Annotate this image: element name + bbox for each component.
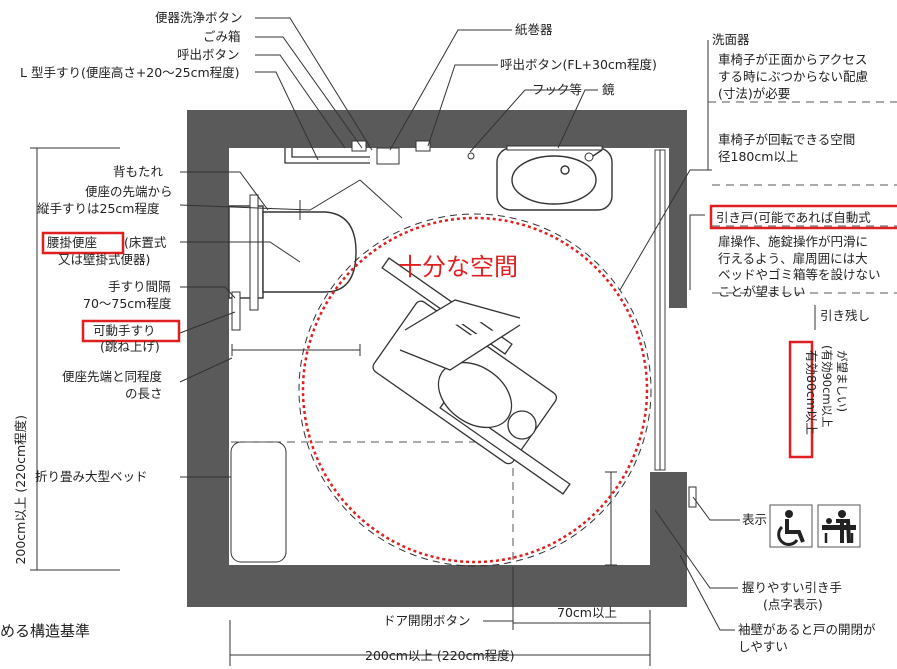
label-hikinokoshi: 引き残し (820, 308, 870, 323)
label-door-note-3: ベッドやゴミ箱等を設けない (718, 267, 881, 282)
highlight-movable-rail (81, 319, 181, 343)
label-sign: 表示 (742, 512, 767, 527)
label-same-length-2: の長さ (125, 386, 163, 401)
walls (187, 110, 687, 607)
label-trash-box: ごみ箱 (203, 29, 241, 44)
highlight-effective-width (788, 340, 814, 459)
leader-lines (179, 17, 816, 631)
baby-care-icon (817, 504, 861, 548)
label-effective-width-2: (有効90cm以上 (820, 345, 834, 428)
label-rail-gap-1: 手すり間隔 (108, 279, 171, 294)
label-movable-rail-sub: (跳ね上げ) (100, 339, 160, 354)
flush-button-box (351, 140, 367, 152)
wheelchair-icon (769, 504, 813, 548)
mirror (506, 145, 603, 151)
label-washbasin-note-2: する時にぶつからない配慮 (718, 69, 868, 84)
label-width-70: 70cm以上 (557, 605, 617, 620)
label-backrest: 背もたれ (113, 164, 164, 179)
label-tip-to-rail-1: 便座の先端から (85, 184, 173, 199)
label-wing-wall-2: しやすい (738, 639, 788, 654)
inner-dimensions (231, 179, 617, 566)
wall-right-upper (669, 110, 687, 308)
label-paper-holder: 紙巻器 (515, 22, 553, 37)
label-underlines (708, 101, 897, 294)
wall-bottom (187, 565, 687, 607)
highlight-sliding-door (709, 204, 897, 230)
wall-top (187, 110, 687, 148)
toilet-bowl (228, 194, 357, 311)
label-wing-wall-1: 袖壁があると戸の開閉が (738, 622, 876, 637)
label-door-button: ドア開閉ボタン (383, 613, 471, 628)
label-washbasin-note-1: 車椅子が正面からアクセス (718, 52, 867, 67)
turning-space-circle (301, 216, 649, 564)
washbasin (496, 147, 613, 211)
label-seat-toilet-sub-1: (床置式 (124, 235, 167, 250)
wall-left (187, 110, 229, 607)
label-call-button-floor: 呼出ボタン(FL+30cm程度) (500, 57, 657, 72)
label-call-button: 呼出ボタン (177, 47, 240, 62)
paper-holder (376, 147, 400, 165)
label-door-pull-1: 握りやすい引き手 (742, 580, 842, 595)
label-washbasin-note-3: (寸法)が必要 (718, 86, 790, 101)
highlight-seat-toilet (41, 231, 125, 255)
label-door-pull-2: (点字表示) (763, 597, 823, 612)
label-l-rail: L 型手すり(便座高さ+20～25cm程度) (20, 65, 240, 80)
wall-right-lower (650, 472, 687, 607)
label-hook: フック等 (532, 82, 582, 97)
label-seat-toilet: 腰掛便座 (47, 235, 97, 250)
label-enough-space: 十分な空間 (398, 253, 518, 281)
label-width-200: 200cm以上 (220cm程度) (365, 648, 515, 663)
label-seat-toilet-sub-2: 又は壁掛式便器) (58, 252, 150, 267)
label-turn-space-1: 車椅子が回転できる空間 (718, 132, 855, 147)
call-button-box (415, 140, 431, 152)
label-sliding-door: 引き戸(可能であれば自動式 (716, 210, 871, 225)
label-height-200: 200cm以上 (220cm程度) (13, 415, 28, 565)
label-effective-width-3: が望ましい) (835, 350, 849, 412)
label-tip-to-rail-2: 縦手すりは25cm程度 (37, 201, 160, 216)
label-door-note-4: ことが望ましい (718, 284, 806, 299)
label-movable-rail: 可動手すり (93, 323, 156, 338)
folding-bed (230, 441, 287, 563)
label-flush-button: 便器洗浄ボタン (155, 10, 243, 25)
caption-fragment: める構造基準 (0, 622, 90, 640)
label-washbasin: 洗面器 (712, 32, 750, 47)
movable-handrail (231, 291, 241, 331)
label-mirror: 鏡 (602, 82, 615, 97)
hook (467, 152, 475, 160)
outer-dimensions (30, 147, 651, 666)
label-folding-bed: 折り畳み大型ベッド (35, 469, 148, 484)
label-door-note-2: 行えるよう、扉周囲には大 (718, 251, 868, 266)
label-turn-space-2: 径180cm以上 (718, 149, 798, 164)
label-same-length-1: 便座先端と同程度 (62, 369, 163, 384)
wheelchair-figure (372, 257, 571, 495)
door-sign-plate (688, 486, 697, 508)
label-rail-gap-2: 70～75cm程度 (83, 296, 172, 311)
l-handrail (284, 148, 370, 164)
label-door-note-1: 扉操作、施錠操作が円滑に (718, 234, 868, 249)
label-effective-width-1: 有効80cm以上 (804, 350, 819, 435)
